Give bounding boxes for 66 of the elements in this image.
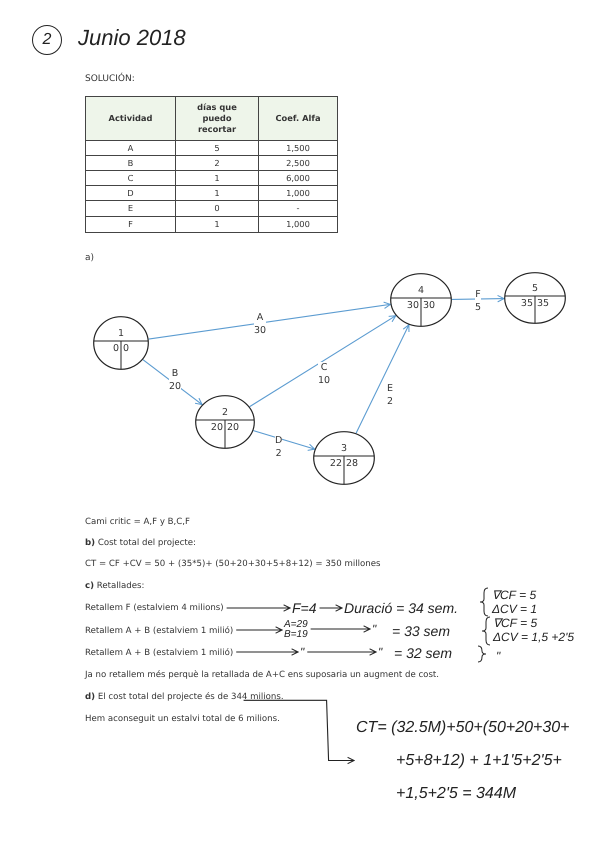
handwritten-note: = 32 sem	[394, 646, 452, 660]
section-heading: SOLUCIÓN:	[85, 74, 135, 85]
event-number: 2	[220, 408, 230, 418]
arrow	[226, 604, 291, 612]
section-label: a)	[85, 253, 94, 264]
table-header-cell: Coef. Alfa	[258, 96, 338, 141]
arrow	[356, 324, 410, 434]
handwritten-note: ΔCV = 1,5 +2'5	[493, 631, 574, 643]
latest-time: 30	[423, 301, 436, 310]
latest-time: 28	[346, 459, 358, 468]
note-text: d) El cost total del projecte és de 344 milions.	[85, 692, 284, 702]
ditto-mark: "	[496, 650, 500, 662]
handwritten-title: Junio 2018	[78, 27, 186, 49]
section-heading: b) Cost total del projecte:	[85, 538, 196, 548]
earliest-time: 20	[210, 423, 223, 432]
arrow	[310, 625, 371, 633]
arrow	[452, 294, 505, 302]
event-number: 3	[340, 444, 348, 454]
note-text: Cami critic = A,F y B,C,F	[85, 517, 190, 528]
handwritten-note: Duració = 34 sem.	[344, 601, 458, 615]
ditto-mark: "	[300, 646, 304, 658]
event-node	[93, 316, 149, 370]
earliest-time: 0	[112, 344, 119, 354]
note-text: Retallem A + B (estalviem 1 milió)	[85, 626, 234, 636]
arrow	[320, 604, 343, 612]
formula-text: CT = CF +CV = 50 + (35*5)+ (50+20+30+5+8+12) = 350 millones	[85, 559, 380, 570]
note-text: Hem aconseguit un estalvi total de 6 milions.	[85, 714, 280, 724]
note-text: Ja no retallem més perquè la retallada de A+C ens suposaria un augment de cost.	[85, 670, 440, 680]
event-number: 1	[116, 329, 126, 338]
handwritten-formula: CT= (32.5M)+50+(50+20+30+ +5+8+12) + 1+1'5+2'5+ +1,5+2'5 = 344M	[356, 711, 594, 810]
handwritten-note: B=19	[284, 630, 308, 640]
latest-time: 20	[227, 423, 240, 432]
handwritten-note: ∇CF = 5	[492, 589, 536, 601]
ditto-mark: "	[378, 646, 382, 658]
note-text: Retallem F (estalviem 4 milions)	[85, 603, 224, 614]
ditto-mark: "	[372, 623, 376, 635]
event-node	[390, 273, 452, 327]
latest-time: 35	[537, 299, 550, 308]
latest-time: 0	[123, 344, 130, 354]
event-node	[195, 395, 255, 449]
arrow	[253, 430, 316, 451]
earliest-time: 35	[520, 299, 533, 308]
table-header-cell: Actividad	[85, 96, 176, 141]
section-heading: c) Retallades:	[85, 581, 144, 592]
table-cell: 1,000	[258, 216, 338, 233]
table-cell: F	[85, 216, 176, 233]
handwritten-note: F=4	[292, 601, 317, 615]
arrow	[148, 302, 391, 340]
arrow	[249, 315, 396, 408]
event-node	[313, 431, 375, 485]
note-text: Retallem A + B (estalviem 1 milió)	[85, 648, 234, 658]
earliest-time: 22	[330, 459, 342, 468]
handwritten-note: ∇CF = 5	[493, 617, 538, 629]
earliest-time: 30	[406, 301, 419, 310]
event-number: 4	[416, 286, 426, 296]
arrow	[236, 648, 299, 656]
handwritten-note: ΔCV = 1	[492, 603, 538, 615]
arrow	[307, 648, 377, 656]
circled-number: 2	[32, 25, 62, 55]
handwritten-note: = 33 sem	[392, 624, 450, 638]
arrow	[236, 626, 283, 634]
arrow	[244, 700, 355, 764]
event-number: 5	[530, 284, 540, 294]
event-node	[504, 272, 566, 324]
table-header-cell: días que puedo recortar	[175, 96, 259, 141]
handwritten-note: A=29	[284, 620, 308, 630]
